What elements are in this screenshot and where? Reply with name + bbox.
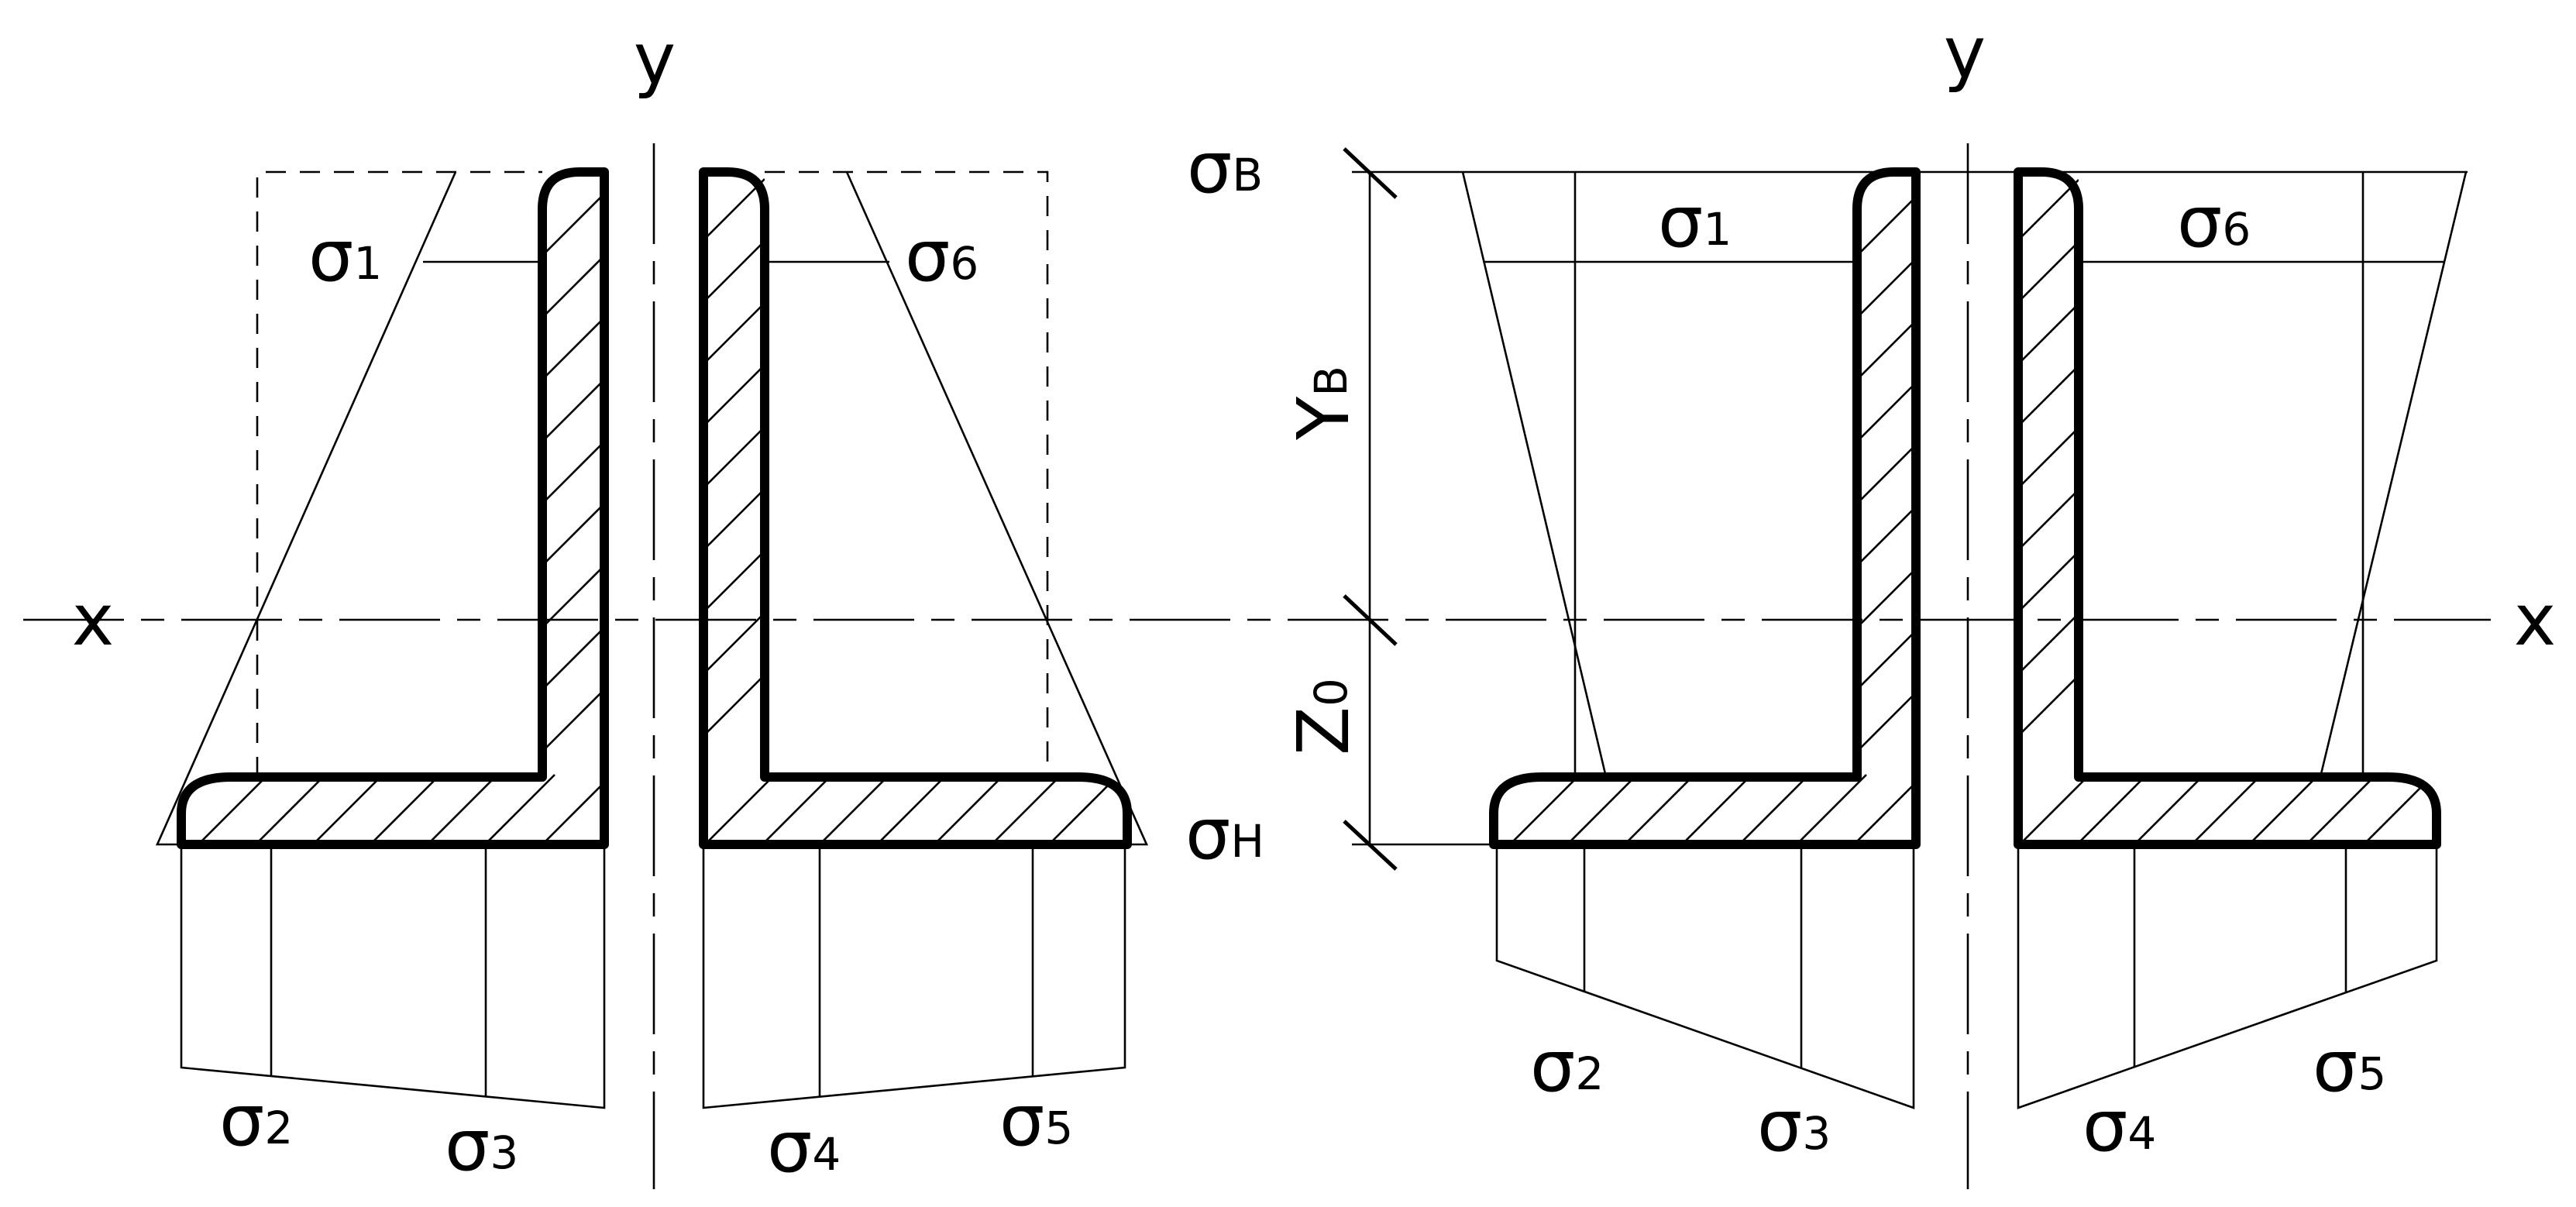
right-label-sigma4: σ4 xyxy=(2082,1085,2156,1167)
right-label-sigma6: σ6 xyxy=(2177,181,2251,263)
dimension-tick-bottom xyxy=(1343,820,1398,871)
right-bottom-stress-1 xyxy=(1495,844,1915,1109)
left-angle-2-outline xyxy=(699,167,1132,849)
left-label-sigma2: σ2 xyxy=(219,1079,293,1162)
left-diagram: σ1 σ6 σ2 σ3 σ4 σ5 xyxy=(156,167,1149,1188)
right-diagram: σB σH YB Z0 σ1 σ6 σ2 σ3 σ4 σ5 xyxy=(1185,126,2468,1167)
left-angle-1-outline xyxy=(177,167,609,849)
y-axis-label-right: y xyxy=(1944,12,1986,95)
left-label-sigma3: σ3 xyxy=(445,1104,518,1187)
label-z0: Z0 xyxy=(1282,678,1365,755)
left-angle-1-dashed-outline xyxy=(256,170,542,777)
label-sigma-bottom: σH xyxy=(1185,793,1264,875)
label-y-top: YB xyxy=(1282,366,1365,441)
right-angle-1-hatch xyxy=(1501,196,1916,844)
left-angle-2-dashed-outline xyxy=(765,170,1049,777)
label-sigma-top: σB xyxy=(1187,126,1263,209)
x-axis-label-right: x xyxy=(2514,579,2556,662)
left-label-sigma4: σ4 xyxy=(767,1106,841,1188)
right-angle-1-outline xyxy=(1489,167,1921,849)
right-label-sigma1: σ1 xyxy=(1658,181,1732,263)
x-axis-label-left: x xyxy=(72,579,114,662)
right-label-sigma3: σ3 xyxy=(1757,1085,1831,1167)
left-bottom-stress-2 xyxy=(702,844,1126,1109)
right-stress-outline-2 xyxy=(2319,171,2468,778)
right-stress-outline-1 xyxy=(1461,171,1608,778)
left-angle-1-hatch xyxy=(190,193,604,844)
left-label-sigma1: σ1 xyxy=(308,215,382,297)
right-label-sigma2: σ2 xyxy=(1530,1025,1604,1108)
right-angle-2-outline xyxy=(2014,167,2441,849)
left-label-sigma6: σ6 xyxy=(905,215,978,297)
dimension-tick-middle xyxy=(1343,594,1398,646)
right-bottom-stress-2 xyxy=(2017,844,2438,1109)
dimension-tick-top xyxy=(1343,147,1398,199)
y-axis-label-left: y xyxy=(634,18,676,101)
left-bottom-stress-1 xyxy=(180,844,606,1109)
left-angle-2-hatch xyxy=(703,178,1119,844)
left-label-sigma5: σ5 xyxy=(999,1079,1073,1162)
right-label-sigma5: σ5 xyxy=(2313,1025,2386,1108)
